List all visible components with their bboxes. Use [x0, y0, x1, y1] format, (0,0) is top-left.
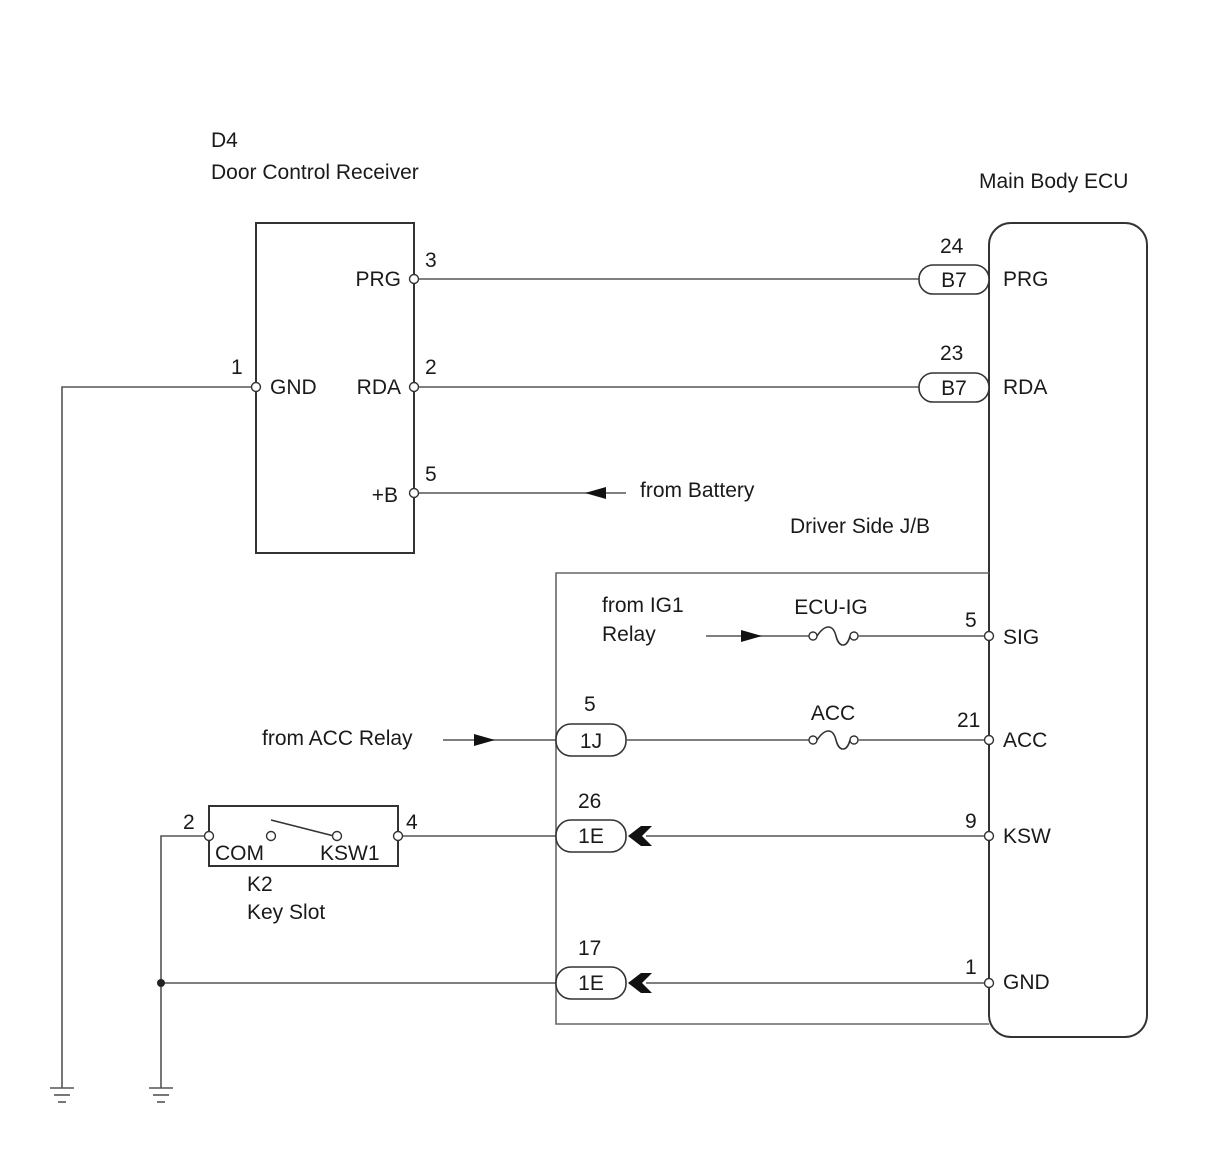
- acc-fuse-label: ACC: [811, 702, 855, 725]
- acc-relay-arrow-icon: [474, 734, 495, 746]
- ecu-sig-pin: 5: [965, 609, 977, 632]
- ksw-1e-pin: 26: [578, 790, 601, 813]
- key-slot-com-pin: 2: [183, 811, 195, 834]
- jb-label: Driver Side J/B: [790, 515, 930, 538]
- gnd-1e-connector: [555, 966, 627, 1000]
- ecu-ksw-pin: 9: [965, 810, 977, 833]
- ecu-prg-pin: 24: [940, 235, 964, 258]
- ecu-ig-fuse-label: ECU-IG: [794, 596, 868, 619]
- receiver-rda-terminal: [408, 381, 420, 393]
- receiver-gnd-pin: 1: [231, 356, 243, 379]
- ecu-name: Main Body ECU: [979, 170, 1128, 193]
- receiver-b-terminal: [408, 487, 420, 499]
- ecu-acc-pin: 21: [957, 709, 980, 732]
- key-slot-ksw1-pin: 4: [406, 811, 418, 834]
- receiver-gnd-wire: [61, 386, 256, 1088]
- b7-prg-connector: [918, 264, 990, 295]
- key-slot-code: K2: [247, 873, 273, 896]
- from-ig1-label: from IG1: [602, 594, 684, 617]
- ecu-ksw-terminal: [983, 830, 995, 842]
- key-slot-name: Key Slot: [247, 901, 325, 924]
- receiver-b-label: +B: [372, 484, 398, 507]
- ecu-sig-terminal: [983, 630, 995, 642]
- ground-icon: [50, 1087, 74, 1103]
- ecu-ksw-label: KSW: [1003, 825, 1051, 848]
- b7-rda-label: B7: [941, 377, 967, 400]
- b7-prg-label: B7: [941, 269, 967, 292]
- ksw-1e-connector: [555, 819, 627, 853]
- ecu-ig-fuse-icon: [808, 626, 859, 646]
- ecu-gnd-label: GND: [1003, 971, 1050, 994]
- receiver-b-pin: 5: [425, 463, 437, 486]
- ecu-rda-label: RDA: [1003, 376, 1047, 399]
- key-slot-contact-right: [331, 830, 343, 842]
- acc-1j-pin: 5: [584, 693, 596, 716]
- ig1-arrow-icon: [741, 630, 762, 642]
- jb-box: [555, 572, 989, 1025]
- receiver-prg-label: PRG: [355, 268, 401, 291]
- key-slot-contact-left: [265, 830, 277, 842]
- receiver-prg-terminal: [408, 273, 420, 285]
- junction-dot: [157, 979, 165, 987]
- from-battery-label: from Battery: [640, 479, 755, 502]
- b7-rda-connector: [918, 372, 990, 403]
- receiver-prg-pin: 3: [425, 249, 437, 272]
- receiver-code: D4: [211, 129, 238, 152]
- ksw-connector-arrow-icon: [628, 826, 652, 846]
- key-slot-switch-icon: [270, 819, 335, 837]
- key-slot-com-terminal: [203, 830, 215, 842]
- receiver-rda-pin: 2: [425, 356, 437, 379]
- ecu-acc-label: ACC: [1003, 729, 1047, 752]
- ecu-prg-label: PRG: [1003, 268, 1049, 291]
- ground-icon: [149, 1087, 173, 1103]
- receiver-name: Door Control Receiver: [211, 161, 419, 184]
- from-acc-relay-label: from ACC Relay: [262, 727, 413, 750]
- receiver-rda-label: RDA: [357, 376, 401, 399]
- key-slot-ksw1-label: KSW1: [320, 842, 380, 865]
- ecu-acc-terminal: [983, 734, 995, 746]
- ksw-1e-label: 1E: [578, 825, 604, 848]
- key-slot-com-label: COM: [215, 842, 264, 865]
- ecu-gnd-terminal: [983, 977, 995, 989]
- acc-1j-label: 1J: [580, 730, 602, 753]
- ecu-rda-pin: 23: [940, 342, 963, 365]
- receiver-gnd-terminal: [250, 381, 262, 393]
- receiver-gnd-label: GND: [270, 376, 317, 399]
- com-ground-wire: [160, 835, 209, 1088]
- ecu-box: [988, 222, 1148, 1038]
- key-slot-ksw1-terminal: [392, 830, 404, 842]
- acc-fuse-icon: [808, 730, 859, 750]
- gnd-connector-arrow-icon: [628, 973, 652, 993]
- gnd-1e-label: 1E: [578, 972, 604, 995]
- battery-arrow-icon: [585, 487, 606, 499]
- ecu-gnd-pin: 1: [965, 956, 977, 979]
- ig1-relay-label: Relay: [602, 623, 656, 646]
- ecu-sig-label: SIG: [1003, 626, 1039, 649]
- gnd-1e-pin: 17: [578, 937, 601, 960]
